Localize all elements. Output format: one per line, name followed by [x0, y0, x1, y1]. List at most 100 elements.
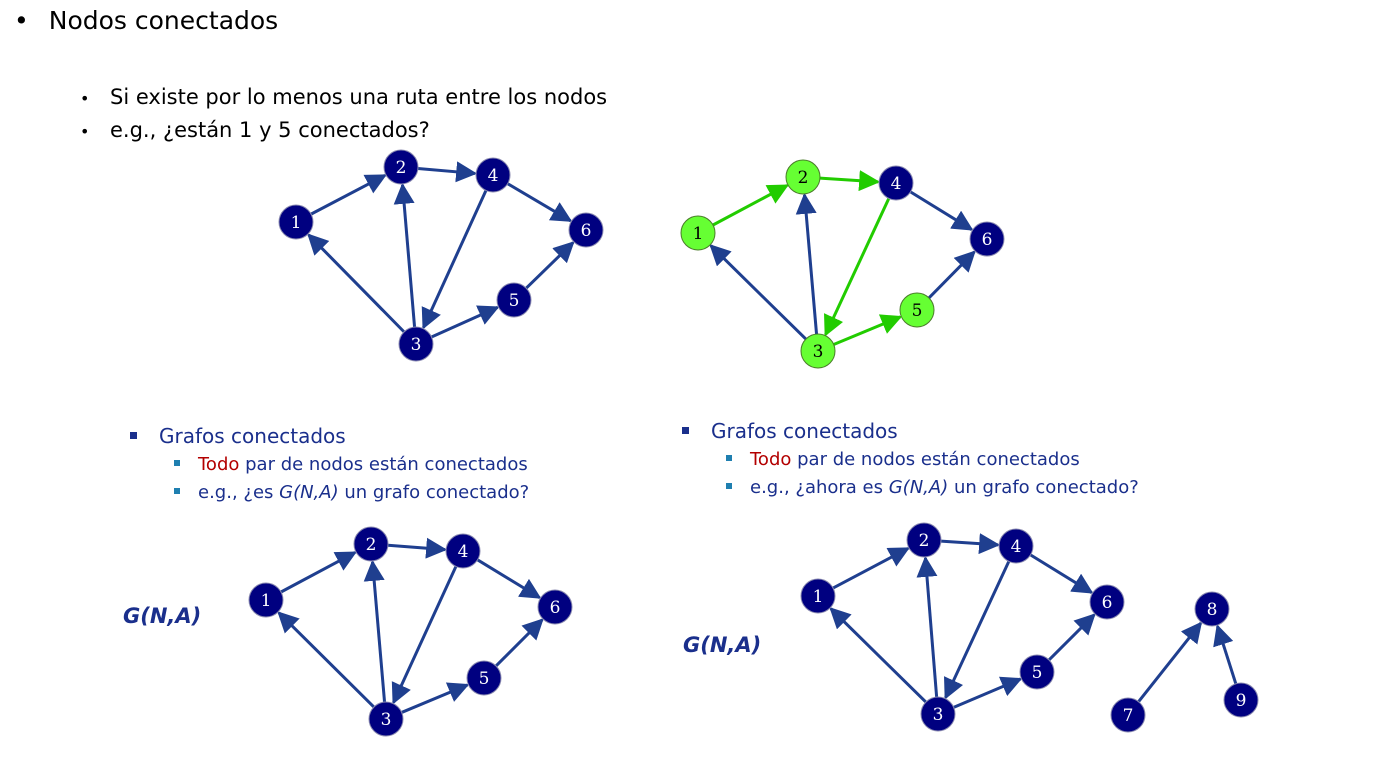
edge-3-1	[829, 607, 927, 704]
heading-text: Grafos conectados	[711, 419, 898, 443]
square-bullet-icon	[174, 460, 180, 466]
page-title: • Nodos conectados	[14, 6, 278, 35]
node-6	[969, 221, 1005, 257]
node-2	[383, 149, 419, 185]
node-1	[278, 204, 314, 240]
node-label-6: 6	[1102, 593, 1113, 613]
node-label-2: 2	[396, 158, 407, 178]
edge-4-6	[1029, 553, 1094, 594]
italic-text: G(N,A)	[279, 482, 339, 503]
square-bullet-icon	[682, 427, 689, 434]
node-1	[800, 578, 836, 614]
node-label-3: 3	[813, 342, 824, 362]
edge-4-3	[391, 565, 458, 705]
node-label-4: 4	[458, 542, 469, 562]
left-section-line1: Todo par de nodos están conectados	[174, 454, 528, 475]
node-label-3: 3	[933, 705, 944, 725]
emphasis-text: Todo	[198, 454, 240, 475]
italic-text: G(N,A)	[888, 477, 949, 498]
line-text: par de nodos están conectados	[239, 454, 528, 475]
node-label-3: 3	[381, 710, 392, 730]
node-label-2: 2	[798, 168, 809, 188]
node-label-5: 5	[912, 301, 923, 321]
edge-4-6	[476, 558, 542, 599]
node-4	[878, 165, 914, 201]
right-section-heading: Grafos conectados	[682, 419, 898, 443]
edge-4-3	[944, 560, 1011, 700]
node-label-1: 1	[693, 224, 704, 244]
bullet-icon: •	[14, 6, 29, 35]
edge-9-8	[1213, 624, 1238, 685]
right-section-line2: e.g., ¿ahora es G(N,A) un grafo conectad…	[726, 477, 1139, 498]
node-9	[1223, 682, 1259, 718]
edge-4-6	[506, 182, 573, 223]
node-label-4: 4	[488, 166, 499, 186]
node-3	[800, 333, 836, 369]
bullet-icon: •	[80, 89, 90, 108]
line-text: un grafo conectado?	[948, 477, 1139, 498]
node-label-6: 6	[982, 230, 993, 250]
edge-7-8	[1137, 621, 1203, 703]
title-text: Nodos conectados	[48, 6, 279, 35]
left-section-line2: e.g., ¿es G(N,A) un grafo conectado?	[174, 482, 529, 503]
node-label-5: 5	[479, 669, 490, 689]
line-text: e.g., ¿ahora es	[750, 477, 889, 498]
edge-1-2	[280, 551, 357, 594]
emphasis-text: Todo	[750, 449, 792, 470]
edge-4-3	[421, 189, 488, 330]
node-label-5: 5	[509, 291, 520, 311]
node-6	[568, 212, 604, 248]
node-6	[1089, 584, 1125, 620]
edge-2-4	[819, 170, 881, 192]
node-1	[680, 215, 716, 251]
edge-2-4	[387, 537, 448, 559]
edge-1-2	[712, 184, 789, 227]
graph-label: G(N,A)	[683, 633, 762, 657]
edge-3-1	[307, 233, 406, 333]
node-label-1: 1	[291, 213, 302, 233]
edge-3-1	[709, 244, 807, 341]
node-label-6: 6	[581, 221, 592, 241]
edge-3-5	[953, 676, 1023, 709]
edge-4-6	[909, 190, 974, 231]
edge-5-6	[525, 241, 575, 290]
heading-text: Grafos conectados	[159, 424, 346, 448]
square-bullet-icon	[726, 483, 732, 489]
square-bullet-icon	[726, 455, 732, 461]
node-3	[368, 701, 404, 737]
left-section-heading: Grafos conectados	[130, 424, 346, 448]
node-label-6: 6	[550, 598, 561, 618]
bullet-text: Si existe por lo menos una ruta entre lo…	[110, 85, 608, 109]
node-5	[899, 292, 935, 328]
edge-5-6	[494, 618, 544, 668]
edge-3-2	[393, 182, 417, 328]
node-6	[537, 589, 573, 625]
node-7	[1110, 697, 1146, 733]
line-text: un grafo conectado?	[338, 482, 530, 503]
edge-5-6	[1047, 613, 1096, 662]
node-2	[906, 522, 942, 558]
node-label-8: 8	[1207, 600, 1218, 620]
edge-2-4	[417, 161, 478, 183]
node-3	[398, 326, 434, 362]
node-label-1: 1	[813, 587, 824, 607]
edge-2-4	[940, 533, 1001, 555]
node-8	[1194, 591, 1230, 627]
edge-3-5	[401, 682, 470, 714]
bullet-item: • Si existe por lo menos una ruta entre l…	[80, 85, 607, 109]
node-label-5: 5	[1032, 663, 1043, 683]
node-label-2: 2	[366, 535, 377, 555]
node-4	[445, 533, 481, 569]
node-5	[466, 660, 502, 696]
node-4	[475, 157, 511, 193]
edge-3-2	[795, 192, 819, 335]
node-2	[353, 526, 389, 562]
line-text: par de nodos están conectados	[791, 449, 1080, 470]
square-bullet-icon	[174, 488, 180, 494]
node-label-7: 7	[1123, 706, 1134, 726]
node-5	[1019, 654, 1055, 690]
node-5	[496, 282, 532, 318]
